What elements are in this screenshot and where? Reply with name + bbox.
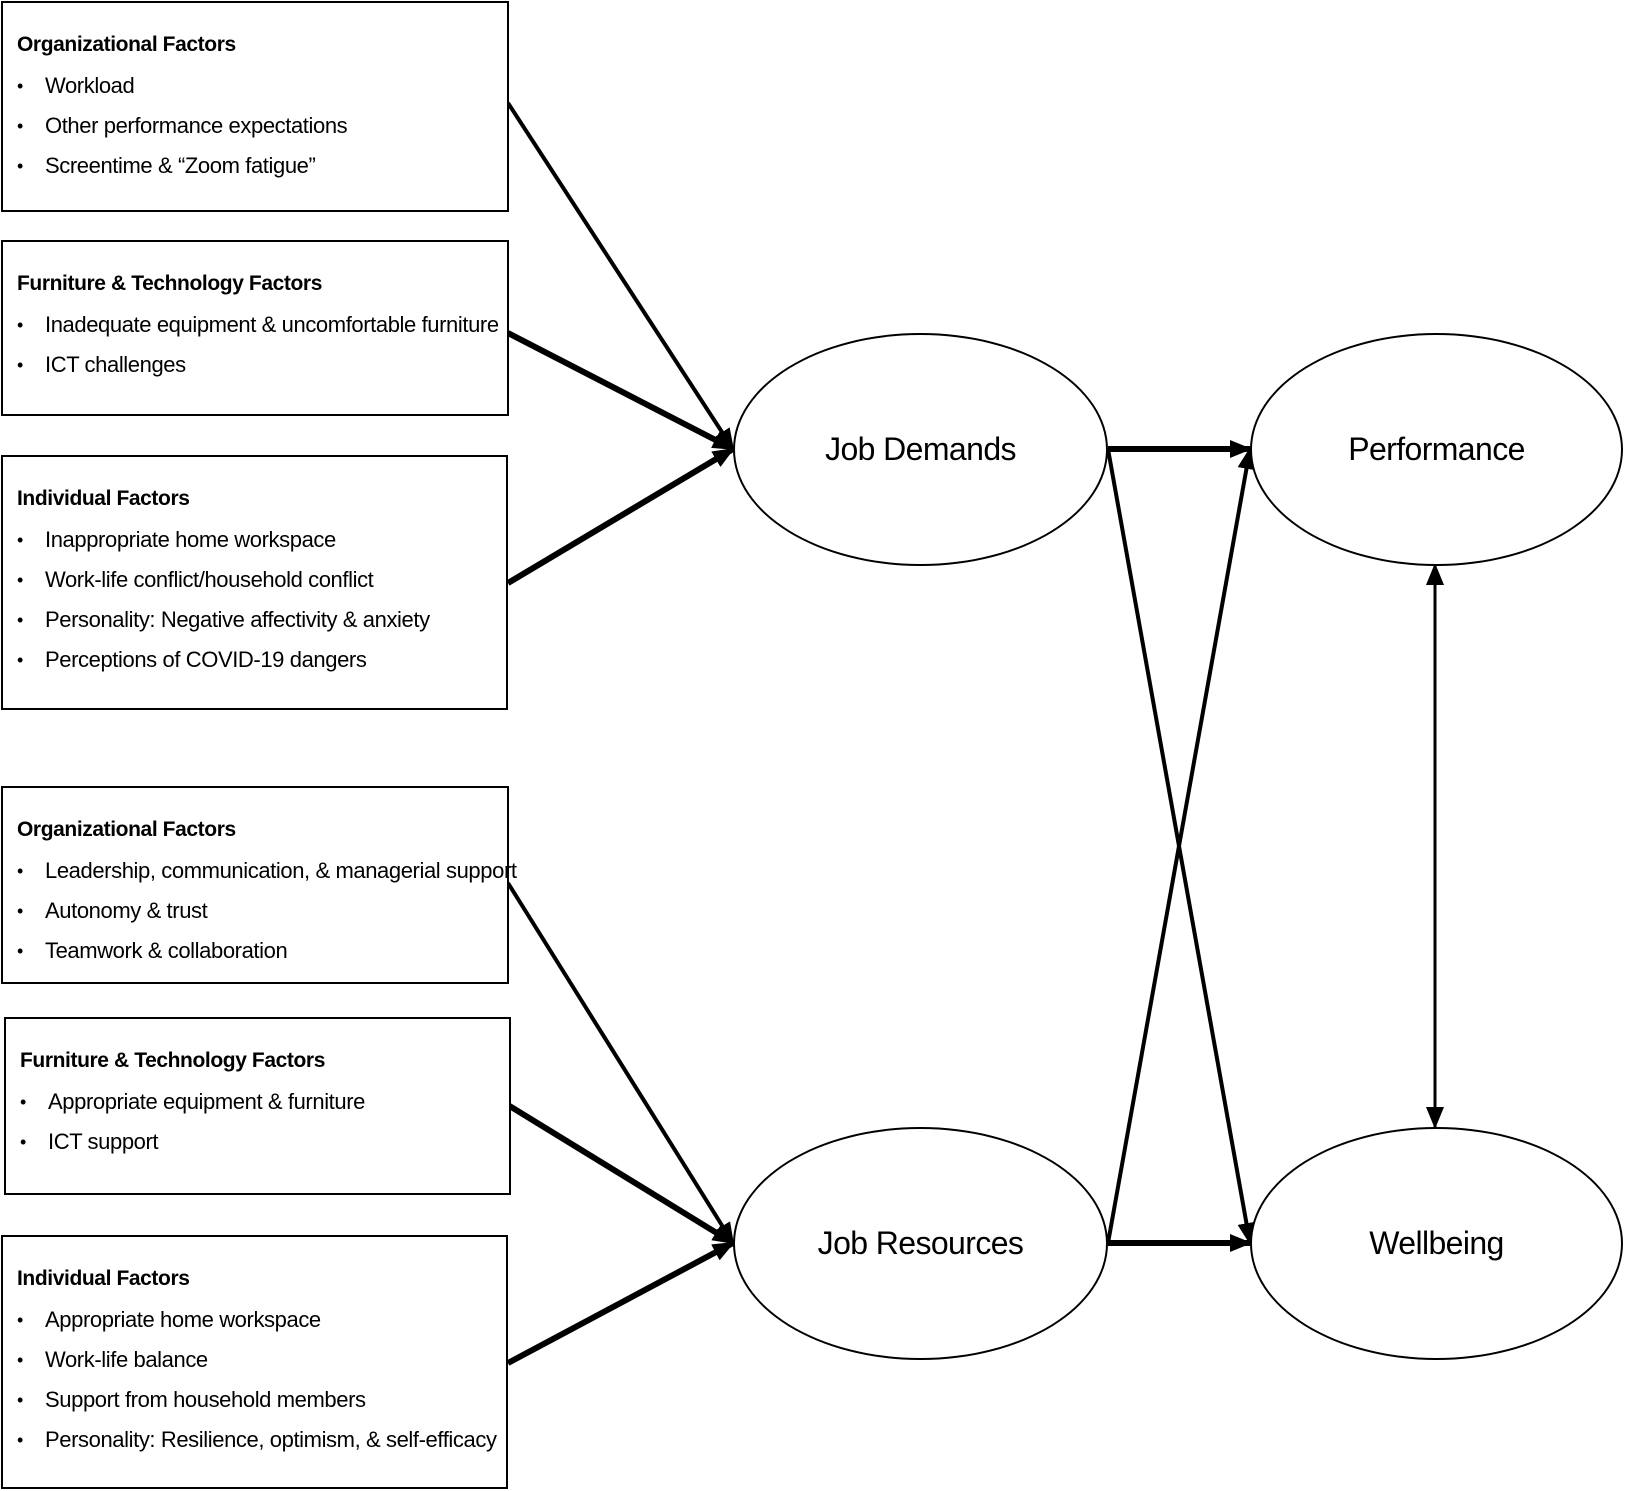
box-title: Individual Factors: [17, 487, 190, 510]
arrow-demand-org-to-job-demands: [506, 101, 735, 451]
demand-individual-factors-box: Individual Factors Inappropriate home wo…: [1, 455, 508, 710]
job-demands-node: Job Demands: [733, 333, 1108, 566]
list-item: Inappropriate home workspace: [17, 528, 430, 568]
list-item: Other performance expectations: [17, 114, 348, 154]
node-label: Performance: [1348, 431, 1525, 467]
list-item: Workload: [17, 74, 347, 114]
factor-list: Leadership, communication, & managerial …: [17, 859, 517, 979]
arrow-resource-tech-to-job-resources: [506, 1102, 735, 1246]
factor-list: Appropriate home workspace Work-life bal…: [17, 1308, 497, 1468]
arrow-demand-tech-to-job-demands: [506, 330, 735, 452]
list-item: Personality: Negative affectivity & anxi…: [17, 608, 430, 648]
factor-list: Workload Other performance expectations …: [17, 74, 348, 194]
factor-list: Inadequate equipment & uncomfortable fur…: [17, 313, 499, 393]
arrow-demand-ind-to-job-demands: [506, 446, 735, 586]
list-item: Work-life balance: [17, 1348, 497, 1388]
resource-individual-factors-box: Individual Factors Appropriate home work…: [1, 1235, 508, 1489]
list-item: Teamwork & collaboration: [17, 939, 517, 979]
arrow-job-resources-to-performance: [1106, 447, 1256, 1244]
list-item: Work-life conflict/household conflict: [17, 568, 430, 608]
list-item: ICT challenges: [17, 353, 499, 393]
list-item: Support from household members: [17, 1388, 497, 1428]
box-title: Furniture & Technology Factors: [17, 272, 322, 295]
box-title: Individual Factors: [17, 1267, 190, 1290]
box-title: Organizational Factors: [17, 818, 236, 841]
list-item: Appropriate home workspace: [17, 1308, 497, 1348]
arrow-resource-org-to-job-resources: [506, 881, 735, 1245]
list-item: Perceptions of COVID-19 dangers: [17, 648, 430, 688]
job-resources-node: Job Resources: [733, 1127, 1108, 1360]
node-label: Wellbeing: [1369, 1225, 1504, 1261]
arrow-resource-ind-to-job-resources: [506, 1240, 735, 1366]
list-item: Inadequate equipment & uncomfortable fur…: [17, 313, 499, 353]
list-item: Personality: Resilience, optimism, & sel…: [17, 1428, 497, 1468]
box-title: Furniture & Technology Factors: [20, 1049, 325, 1072]
list-item: Appropriate equipment & furniture: [20, 1090, 365, 1130]
list-item: Screentime & “Zoom fatigue”: [17, 154, 347, 194]
performance-node: Performance: [1250, 333, 1623, 566]
demand-furniture-technology-factors-box: Furniture & Technology Factors Inadequat…: [1, 240, 509, 416]
factor-list: Inappropriate home workspace Work-life c…: [17, 528, 430, 688]
list-item: Autonomy & trust: [17, 899, 517, 939]
factor-list: Appropriate equipment & furniture ICT su…: [20, 1090, 365, 1170]
wellbeing-node: Wellbeing: [1250, 1127, 1623, 1360]
box-title: Organizational Factors: [17, 33, 236, 56]
node-label: Job Resources: [817, 1225, 1024, 1261]
list-item: ICT support: [20, 1130, 365, 1170]
node-label: Job Demands: [825, 431, 1016, 467]
list-item: Leadership, communication, & managerial …: [17, 859, 517, 899]
resource-organizational-factors-box: Organizational Factors Leadership, commu…: [1, 786, 517, 984]
resource-furniture-technology-factors-box: Furniture & Technology Factors Appropria…: [4, 1017, 511, 1195]
demand-organizational-factors-box: Organizational Factors Workload Other pe…: [1, 1, 509, 212]
